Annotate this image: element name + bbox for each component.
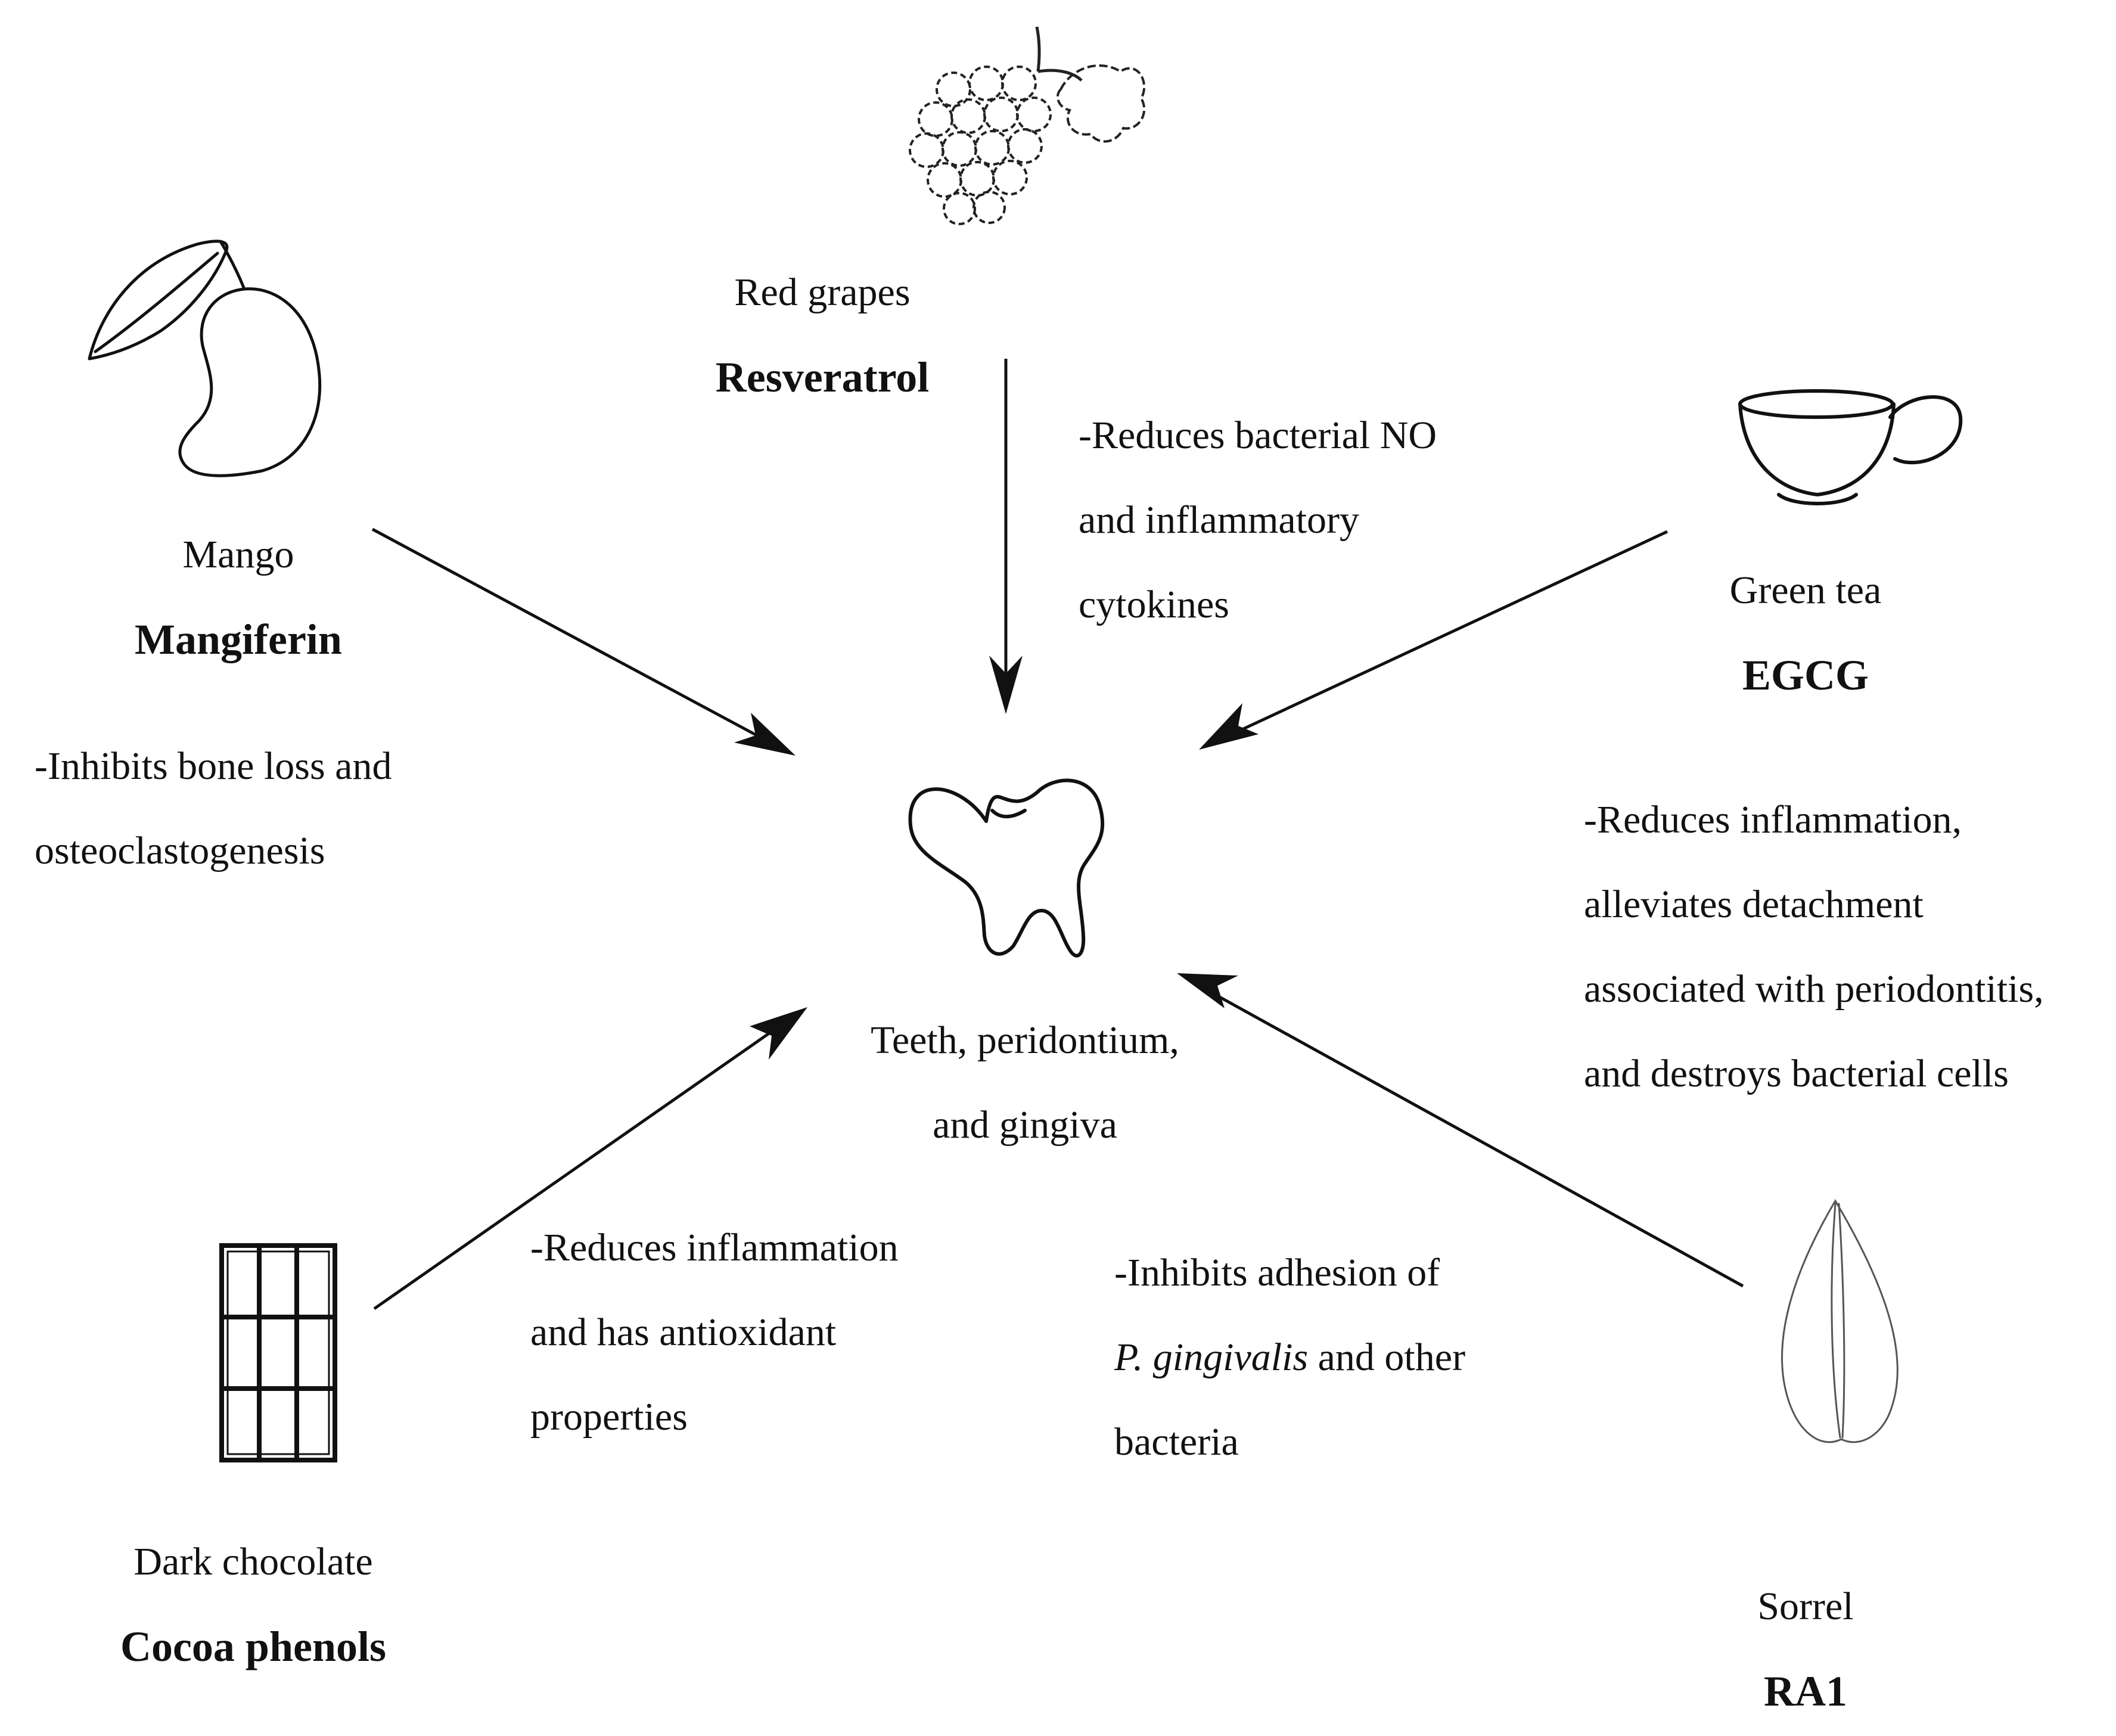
teacup-icon <box>1738 389 1963 505</box>
sorrel-compound: RA1 <box>1764 1667 1847 1715</box>
arrow-mango-to-teeth <box>371 527 776 747</box>
arrow-sorrel-to-teeth <box>1194 982 1744 1288</box>
sorrel-effect-line-2: P. gingivalis and other <box>1114 1315 1465 1400</box>
green-tea-effect-line-4: and destroys bacterial cells <box>1584 1052 2009 1095</box>
chocolate-effect-line-1: -Reduces inflammation <box>530 1226 899 1269</box>
arrowhead-tea <box>1199 703 1259 750</box>
green-tea-effect-line-1: -Reduces inflammation, <box>1584 798 1962 841</box>
arrow-tea-to-teeth <box>1220 530 1668 741</box>
chocolate-effect-line-3: properties <box>530 1395 688 1439</box>
chocolate-effect-line-2: and has antioxidant <box>530 1310 837 1354</box>
grapes-effect-line-1: -Reduces bacterial NO <box>1079 414 1437 457</box>
center-label-line-1: Teeth, peridontium, <box>871 1018 1179 1062</box>
species-name: P. gingivalis <box>1114 1336 1309 1379</box>
green-tea-effect-line-3: associated with periodontitis, <box>1584 967 2044 1011</box>
grapes-effect-line-2: and inflammatory <box>1079 498 1360 542</box>
green-tea-effect-line-2: alleviates detachment <box>1584 883 1924 926</box>
grapes-effect-line-3: cytokines <box>1079 583 1229 626</box>
grapes-compound: Resveratrol <box>715 353 930 401</box>
sorrel-leaf-icon <box>1781 1199 1899 1443</box>
grapes-name: Red grapes <box>734 271 911 314</box>
mango-compound: Mangiferin <box>135 616 342 663</box>
center-label-line-2: and gingiva <box>933 1103 1117 1147</box>
mango-name: Mango <box>182 533 294 576</box>
arrowhead-chocolate <box>750 1007 807 1060</box>
mango-effect-line-1: -Inhibits bone loss and <box>35 744 392 788</box>
sorrel-effect-line-1: -Inhibits adhesion of <box>1114 1251 1440 1294</box>
sorrel-name: Sorrel <box>1757 1585 1854 1628</box>
tooth-icon <box>908 778 1105 958</box>
mango-icon <box>88 240 322 477</box>
chocolate-bar-icon <box>219 1243 337 1462</box>
green-tea-compound: EGCG <box>1742 651 1869 699</box>
grapes-icon <box>909 26 1146 225</box>
arrowheads <box>734 656 1259 1060</box>
mango-effect-line-2: osteoclastogenesis <box>35 829 325 872</box>
chocolate-name: Dark chocolate <box>133 1540 373 1583</box>
arrow-chocolate-to-teeth <box>373 1017 791 1310</box>
green-tea-name: Green tea <box>1729 569 1882 612</box>
arrowhead-mango <box>734 713 796 756</box>
sorrel-effect-line-3: bacteria <box>1114 1420 1239 1464</box>
chocolate-compound: Cocoa phenols <box>120 1623 387 1670</box>
arrowhead-sorrel <box>1177 973 1238 1008</box>
sorrel-effect-line-2-rest: and other <box>1308 1336 1466 1379</box>
arrowhead-grapes <box>989 656 1023 714</box>
